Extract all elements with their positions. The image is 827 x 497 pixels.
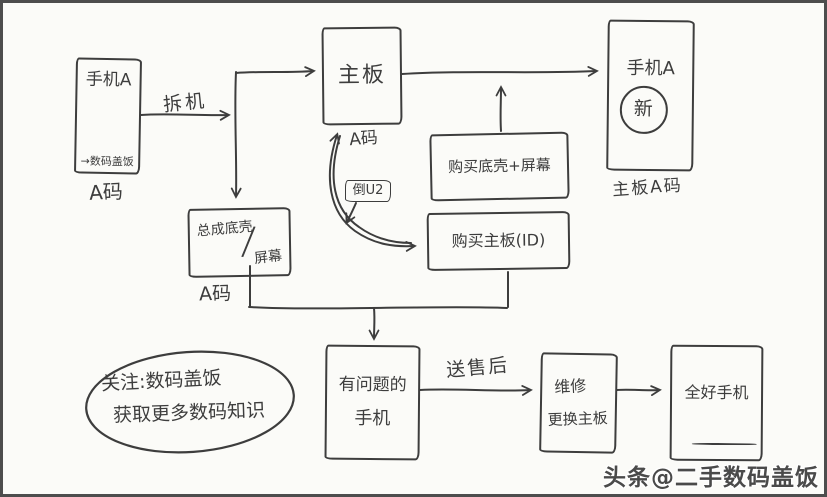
phone-a-title: 手机A (85, 69, 132, 91)
repair-line2: 更换主板 (547, 409, 609, 430)
buy-shell-screen-title: 购买底壳+屏幕 (448, 156, 551, 177)
node-assembly: 总成底壳 / 屏幕 (187, 207, 292, 278)
problem-phone-line2: 手机 (354, 407, 391, 430)
disassemble-label: 拆机 (162, 89, 209, 117)
phone-a-new-title: 手机A (626, 57, 676, 80)
node-swap-u2: 倒U2 (345, 180, 391, 202)
edge-branch-vertical (230, 71, 242, 199)
edge-swap-u2-pointer (345, 202, 357, 225)
good-phone-title: 全好手机 (684, 382, 749, 403)
phone-a-new-code-label: 主板A码 (611, 175, 684, 201)
edge-send-after-sales (419, 385, 533, 396)
edge-branch-to-mainboard (235, 66, 316, 78)
new-badge-text: 新 (633, 97, 653, 120)
new-badge-circle: 新 (619, 85, 668, 134)
phone-a-brand: →数码盖饭 (80, 154, 134, 169)
edge-merge-horizontal (248, 306, 508, 310)
toutiao-watermark: 头条@二手数码盖饭 (603, 465, 819, 491)
node-buy-mainboard: 购买主板(ID) (426, 211, 571, 271)
repair-line1: 维修 (554, 376, 588, 397)
problem-phone-line1: 有问题的 (338, 374, 407, 395)
send-after-sales-label: 送售后 (445, 354, 510, 382)
mainboard-code-label: A码 (348, 127, 379, 151)
node-good-phone: 全好手机 (669, 344, 764, 462)
phone-a-code-label: A码 (88, 179, 124, 205)
callout-bubble (85, 350, 295, 454)
edge-repair-to-good-phone (616, 385, 662, 397)
edge-curve-u2-main (328, 132, 417, 252)
assembly-line2: 屏幕 (253, 247, 284, 267)
swap-u2-title: 倒U2 (352, 182, 384, 198)
node-mainboard: 主板 (321, 26, 403, 126)
assembly-code-label: A码 (198, 282, 232, 306)
diagram-edges (85, 65, 662, 454)
callout-line2: 获取更多数码知识 (112, 399, 266, 427)
node-phone-a-new: 手机A 新 (606, 19, 695, 172)
node-buy-shell-screen: 购买底壳+屏幕 (429, 131, 570, 202)
node-repair: 维修 更换主板 (539, 352, 618, 454)
node-problem-phone: 有问题的 手机 (324, 344, 421, 461)
mainboard-title: 主板 (337, 62, 387, 89)
edge-disassemble-line (140, 109, 231, 121)
edge-mainboard-to-new-phone (401, 65, 599, 77)
buy-mainboard-title: 购买主板(ID) (451, 230, 546, 251)
node-phone-a: 手机A →数码盖饭 (73, 57, 143, 175)
good-phone-underline (691, 442, 758, 446)
edge-curve-u2-double (332, 135, 412, 244)
